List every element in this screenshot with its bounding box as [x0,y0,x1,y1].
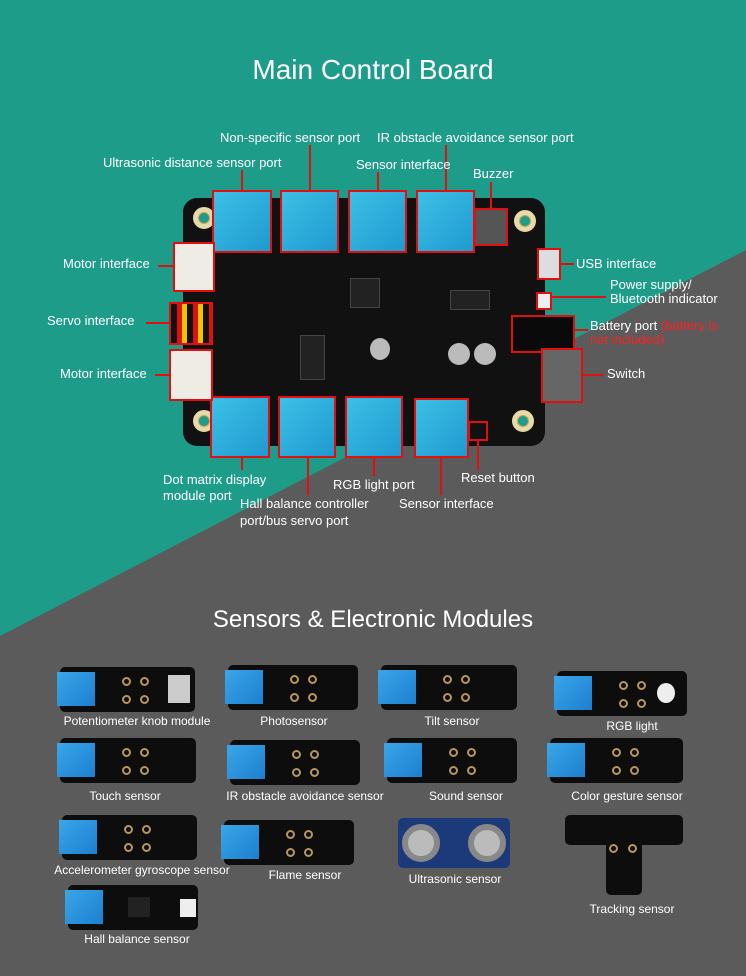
label-battery-note-1: (battery is [660,318,718,333]
label-buzzer: Buzzer [473,166,514,181]
module-label: Color gesture sensor [571,789,683,803]
label-dot-matrix-2: module port [163,488,232,503]
module-label: Flame sensor [268,868,342,882]
switch [541,348,583,403]
capacitor [370,338,390,360]
reset-button [468,421,488,441]
module-label: Tilt sensor [424,714,480,728]
label-servo-interface: Servo interface [47,313,135,328]
label-sensor-interface-top: Sensor interface [356,157,451,172]
label-battery-port: Battery port [590,318,658,333]
label-sensor-interface-bottom: Sensor interface [399,496,494,511]
module-flame [221,820,354,865]
power-indicator [536,292,552,310]
motor-interface-top [173,242,215,292]
label-motor-interface-bottom: Motor interface [60,366,147,381]
ultrasonic-port [212,190,272,253]
capacitor [448,343,470,365]
module-label: Hall balance sensor [84,932,190,946]
module-sound [384,738,517,783]
module-label: Accelerometer gyroscope sensor [54,863,230,877]
module-label: RGB light [606,719,658,733]
chip [300,335,325,380]
module-label: IR obstacle avoidance sensor [226,789,384,803]
mount-hole [512,410,534,432]
ir-obstacle-port [416,190,475,253]
servo-interface [169,302,213,345]
module-touch [57,738,196,783]
label-hall-1: Hall balance controller [240,496,369,511]
label-hall-2: port/bus servo port [240,513,349,528]
modules-section-title: Sensors & Electronic Modules [212,606,534,633]
dot-matrix-port [210,396,270,458]
label-power-indicator-1: Power supply/ [610,277,692,292]
label-usb-interface: USB interface [576,256,657,271]
module-label: Potentiometer knob module [63,714,211,728]
module-accelerometer [59,815,197,860]
sensor-interface-top [348,190,407,253]
label-reset-button: Reset button [461,470,535,485]
label-switch: Switch [607,366,646,381]
module-photosensor [225,665,358,710]
motor-interface-bottom [169,349,213,401]
capacitor [474,343,496,365]
module-label: Photosensor [260,714,328,728]
microcontroller-chip [350,278,380,308]
label-motor-interface-top: Motor interface [63,256,150,271]
module-ultrasonic [398,818,510,868]
buzzer [474,208,508,246]
non-specific-sensor-port [280,190,339,253]
usb-interface [537,248,561,280]
module-tracking-stem [606,840,642,895]
sensor-interface-bottom [414,398,469,458]
label-dot-matrix-1: Dot matrix display [163,472,267,487]
label-ir-obstacle-port: IR obstacle avoidance sensor port [377,130,574,145]
rgb-light-port [345,396,403,458]
hall-balance-port [278,396,336,458]
module-label: Ultrasonic sensor [408,872,502,886]
label-rgb-light-port: RGB light port [333,477,415,492]
module-tilt [378,665,517,710]
module-label: Sound sensor [428,789,504,803]
module-hall-balance [65,885,198,930]
label-power-indicator-2: Bluetooth indicator [610,291,718,306]
label-non-specific-sensor-port: Non-specific sensor port [220,130,361,145]
chip [450,290,490,310]
module-potentiometer [57,667,195,712]
mount-hole [514,210,536,232]
label-battery-note-2: not included) [590,332,665,347]
module-label: Touch sensor [89,789,161,803]
module-label: Tracking sensor [589,902,675,916]
label-ultrasonic-port: Ultrasonic distance sensor port [103,155,282,170]
module-rgb-light [554,671,687,716]
module-ir-obstacle [227,740,360,785]
main-board-title: Main Control Board [252,54,494,85]
module-color-gesture [547,738,683,783]
